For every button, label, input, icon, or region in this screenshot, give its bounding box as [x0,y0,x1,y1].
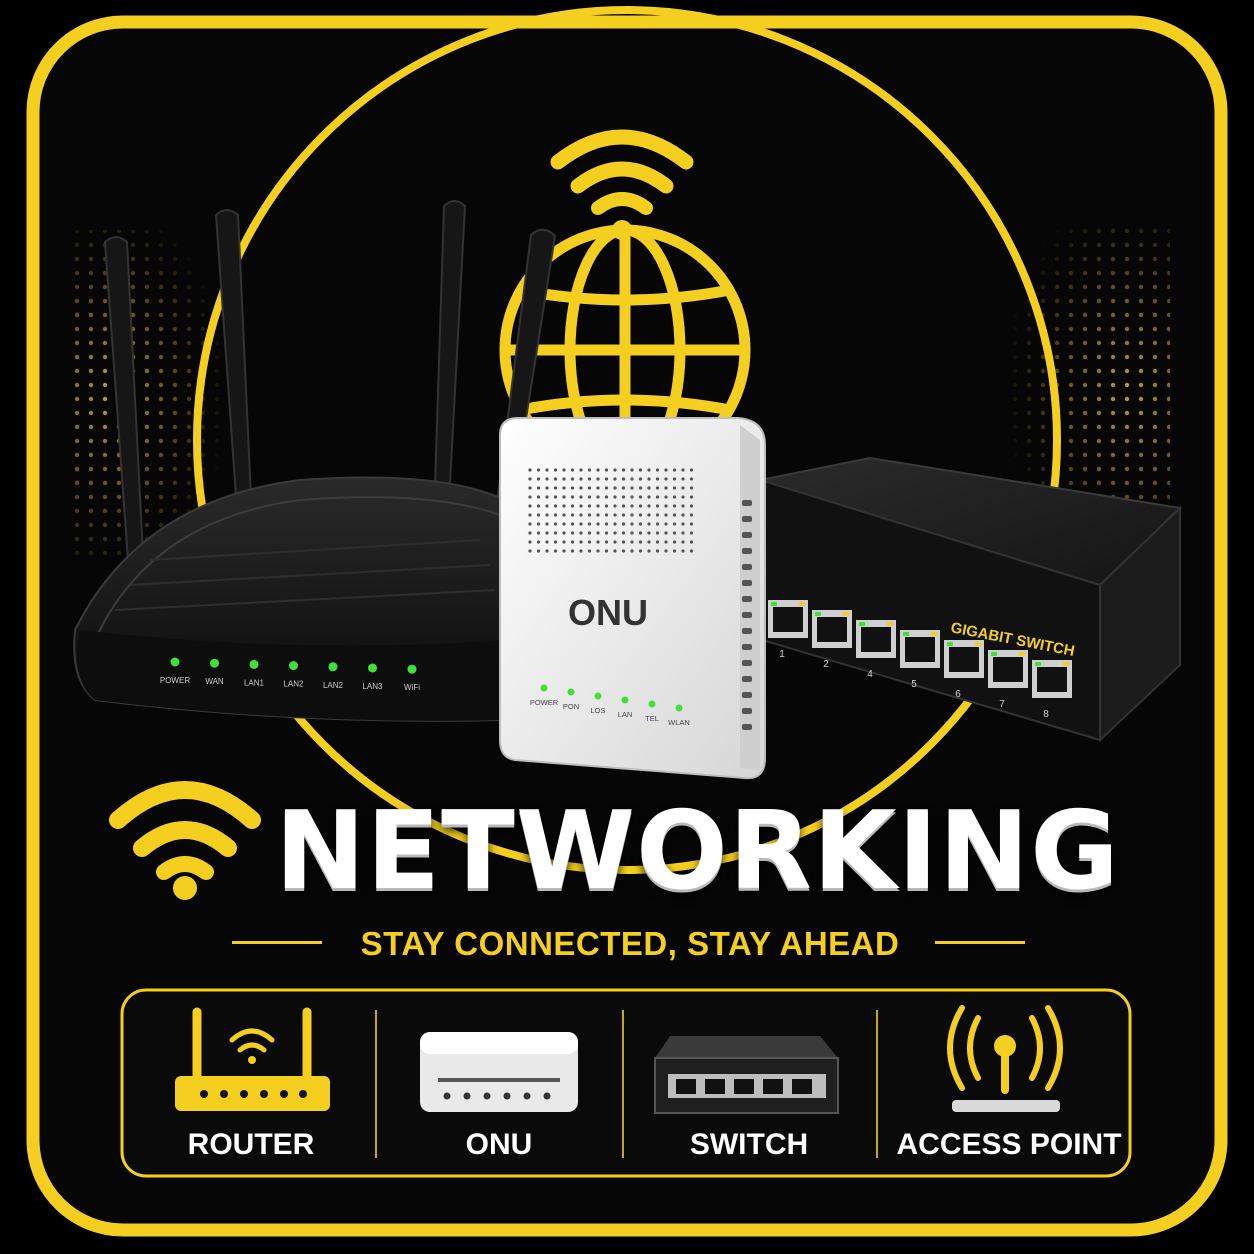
router-led [289,661,298,671]
onu-icon [420,1032,578,1112]
onu-led [540,684,548,692]
onu-led-label: LOS [590,706,605,715]
router-antenna [103,236,145,562]
switch-port-number: 8 [1043,709,1049,720]
tagline-rule-left [232,941,322,944]
onu-led-label: TEL [645,714,659,723]
switch-port-number: 7 [999,699,1005,710]
onu-device: ONU POWER PON LOS LAN TEL WLAN [499,417,766,780]
router-led-label: WiFi [404,683,420,692]
router-led-label: LAN3 [362,682,383,691]
onu-led-label: WLAN [668,718,690,727]
switch-port-number: 2 [823,659,829,670]
router-antenna [432,200,467,522]
router-led [170,657,180,667]
router-icon [175,1007,330,1111]
category-label-switch: SWITCH [689,1128,809,1161]
access-point-icon [947,1005,1063,1112]
onu-led-label: PON [563,702,579,711]
router-led-label: POWER [160,676,190,685]
onu-led-label: LAN [618,710,633,719]
wifi-large-icon [109,781,261,900]
switch-port-number: 1 [779,649,785,660]
background-circle [193,6,1061,874]
router-led [249,659,259,669]
switch-port-number: 4 [867,669,873,680]
router-led [328,662,338,672]
router-led-label: WAN [205,677,224,686]
headline: NETWORKING [275,789,1120,914]
tagline-rule-right [935,941,1025,944]
router-led [407,664,417,674]
switch-port-number: 5 [911,679,917,690]
onu-led [621,696,629,704]
router-led-label: LAN1 [244,678,265,687]
router-led-label: LAN2 [283,680,304,689]
router-led [210,658,219,668]
router-led-label: LAN2 [323,681,344,690]
router-device: POWER WAN LAN1 LAN2 LAN2 LAN3 WiFi [73,200,557,722]
onu-led [648,700,656,708]
switch-icon [654,1036,839,1114]
onu-led [594,692,602,700]
onu-label: ONU [568,592,648,633]
category-label-router: ROUTER [187,1128,315,1161]
switch-port-number: 6 [955,689,961,700]
category-label-onu: ONU [465,1128,533,1161]
onu-led [567,688,575,696]
tagline: STAY CONNECTED, STAY AHEAD [360,925,900,962]
onu-led-label: POWER [530,698,559,707]
onu-led [675,704,683,712]
router-led [368,663,377,673]
category-label-access-point: ACCESS POINT [896,1128,1122,1161]
router-antenna [214,209,254,526]
